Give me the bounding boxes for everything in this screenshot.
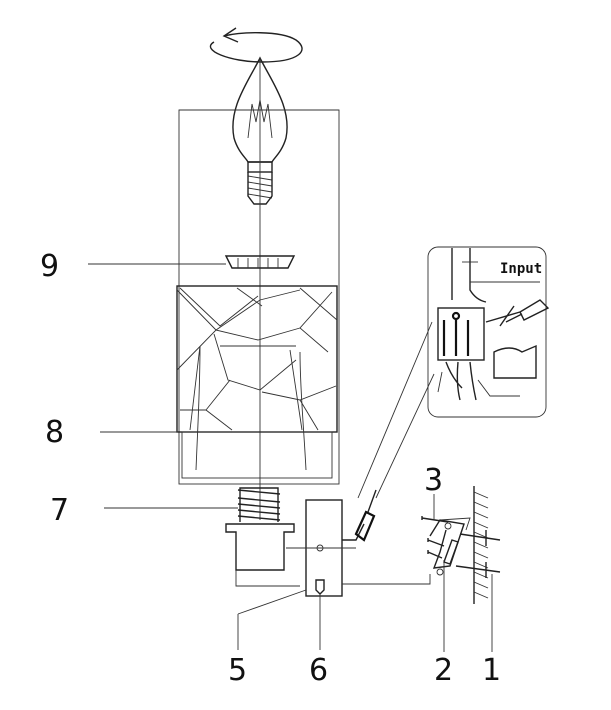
geometric-cage: [176, 285, 338, 479]
rotation-arrow-icon: [210, 27, 303, 63]
wall-anchors: [455, 530, 501, 578]
wire-connector: [354, 321, 435, 542]
callout-2: 2: [434, 653, 453, 688]
callout-8: 8: [45, 415, 64, 450]
leader-lines: [88, 263, 493, 652]
shade-ring: [224, 255, 296, 269]
callout-7: 7: [50, 493, 69, 528]
lamp-shade: [178, 109, 340, 485]
lamp-socket: [225, 487, 300, 587]
callout-6: 6: [309, 653, 328, 688]
inset-input-label: Input: [500, 261, 542, 277]
callout-1: 1: [482, 653, 501, 688]
mounting-plate: [286, 499, 431, 600]
terminal-block-inset: [427, 246, 550, 418]
callout-9: 9: [40, 249, 59, 284]
callout-5: 5: [228, 653, 247, 688]
wall-bracket: [429, 517, 471, 576]
bracket-screws: [421, 516, 449, 559]
callout-3: 3: [424, 463, 443, 498]
